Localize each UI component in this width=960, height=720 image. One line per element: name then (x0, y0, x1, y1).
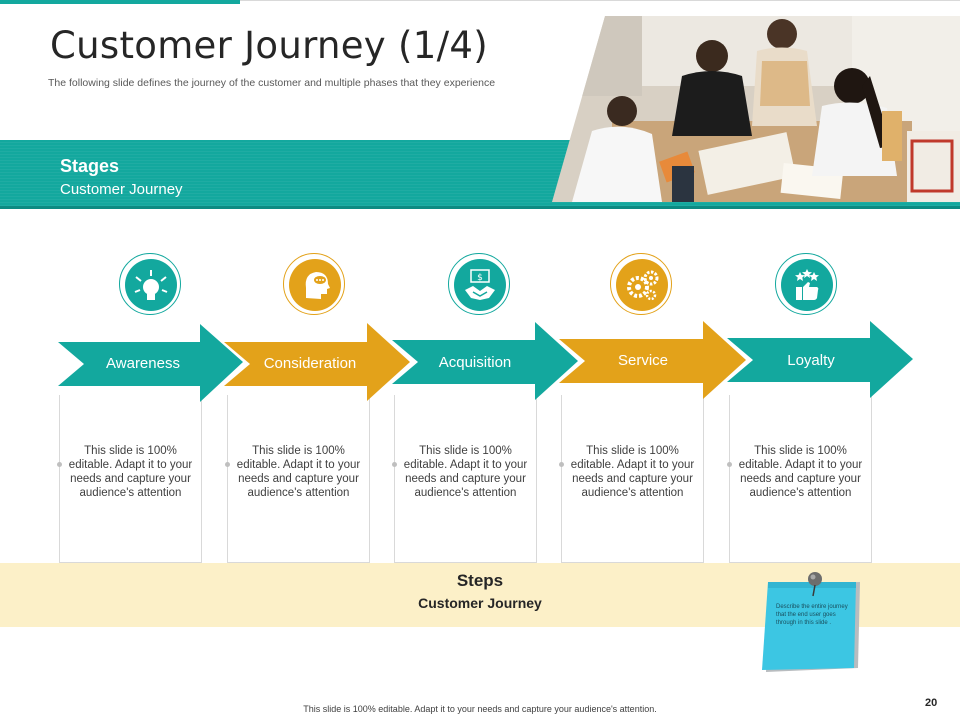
page-number: 20 (925, 697, 938, 709)
handshake-money-icon: $ (448, 253, 510, 315)
page-title: Customer Journey (1/4) (50, 24, 488, 67)
top-divider (240, 0, 960, 1)
steps-subtitle: Customer Journey (418, 595, 542, 611)
card-text: This slide is 100% editable. Adapt it to… (236, 445, 361, 499)
stages-title: Stages (60, 156, 120, 176)
card-text: This slide is 100% editable. Adapt it to… (738, 445, 863, 499)
footer-text: This slide is 100% editable. Adapt it to… (303, 704, 657, 714)
thinking-head-icon (283, 253, 345, 315)
gears-icon (610, 253, 672, 315)
arrow-loyalty (727, 321, 913, 398)
journey-card-service: This slide is 100% editable. Adapt it to… (559, 395, 704, 563)
arrow-acquisition (392, 322, 578, 400)
card-text: This slide is 100% editable. Adapt it to… (403, 445, 528, 499)
arrow-service (559, 321, 746, 399)
svg-text:$: $ (477, 273, 483, 283)
card-text: This slide is 100% editable. Adapt it to… (68, 445, 193, 499)
steps-title: Steps (456, 571, 504, 590)
thumbs-up-stars-icon (775, 253, 837, 315)
arrow-consideration (224, 323, 410, 401)
stage-label-consideration: Consideration (263, 355, 357, 372)
journey-card-consideration: This slide is 100% editable. Adapt it to… (225, 395, 370, 563)
stage-label-loyalty: Loyalty (787, 352, 835, 369)
journey-card-awareness: This slide is 100% editable. Adapt it to… (57, 395, 202, 563)
sticky-note-text: Describe the entire journey that the end… (776, 604, 848, 626)
journey-card-loyalty: This slide is 100% editable. Adapt it to… (727, 395, 872, 563)
page-subtitle: The following slide defines the journey … (48, 77, 496, 89)
stage-label-awareness: Awareness (106, 355, 180, 372)
sticky-note (762, 582, 860, 672)
stages-subtitle: Customer Journey (60, 181, 183, 198)
arrow-awareness (58, 324, 243, 402)
card-text: This slide is 100% editable. Adapt it to… (570, 445, 695, 499)
pushpin-icon (808, 572, 822, 597)
stage-label-service: Service (617, 352, 669, 369)
top-accent-bar (0, 0, 240, 4)
journey-card-acquisition: This slide is 100% editable. Adapt it to… (392, 395, 537, 563)
stage-label-acquisition: Acquisition (438, 354, 512, 371)
idea-head-icon (119, 253, 181, 315)
team-meeting-photo (552, 16, 960, 202)
